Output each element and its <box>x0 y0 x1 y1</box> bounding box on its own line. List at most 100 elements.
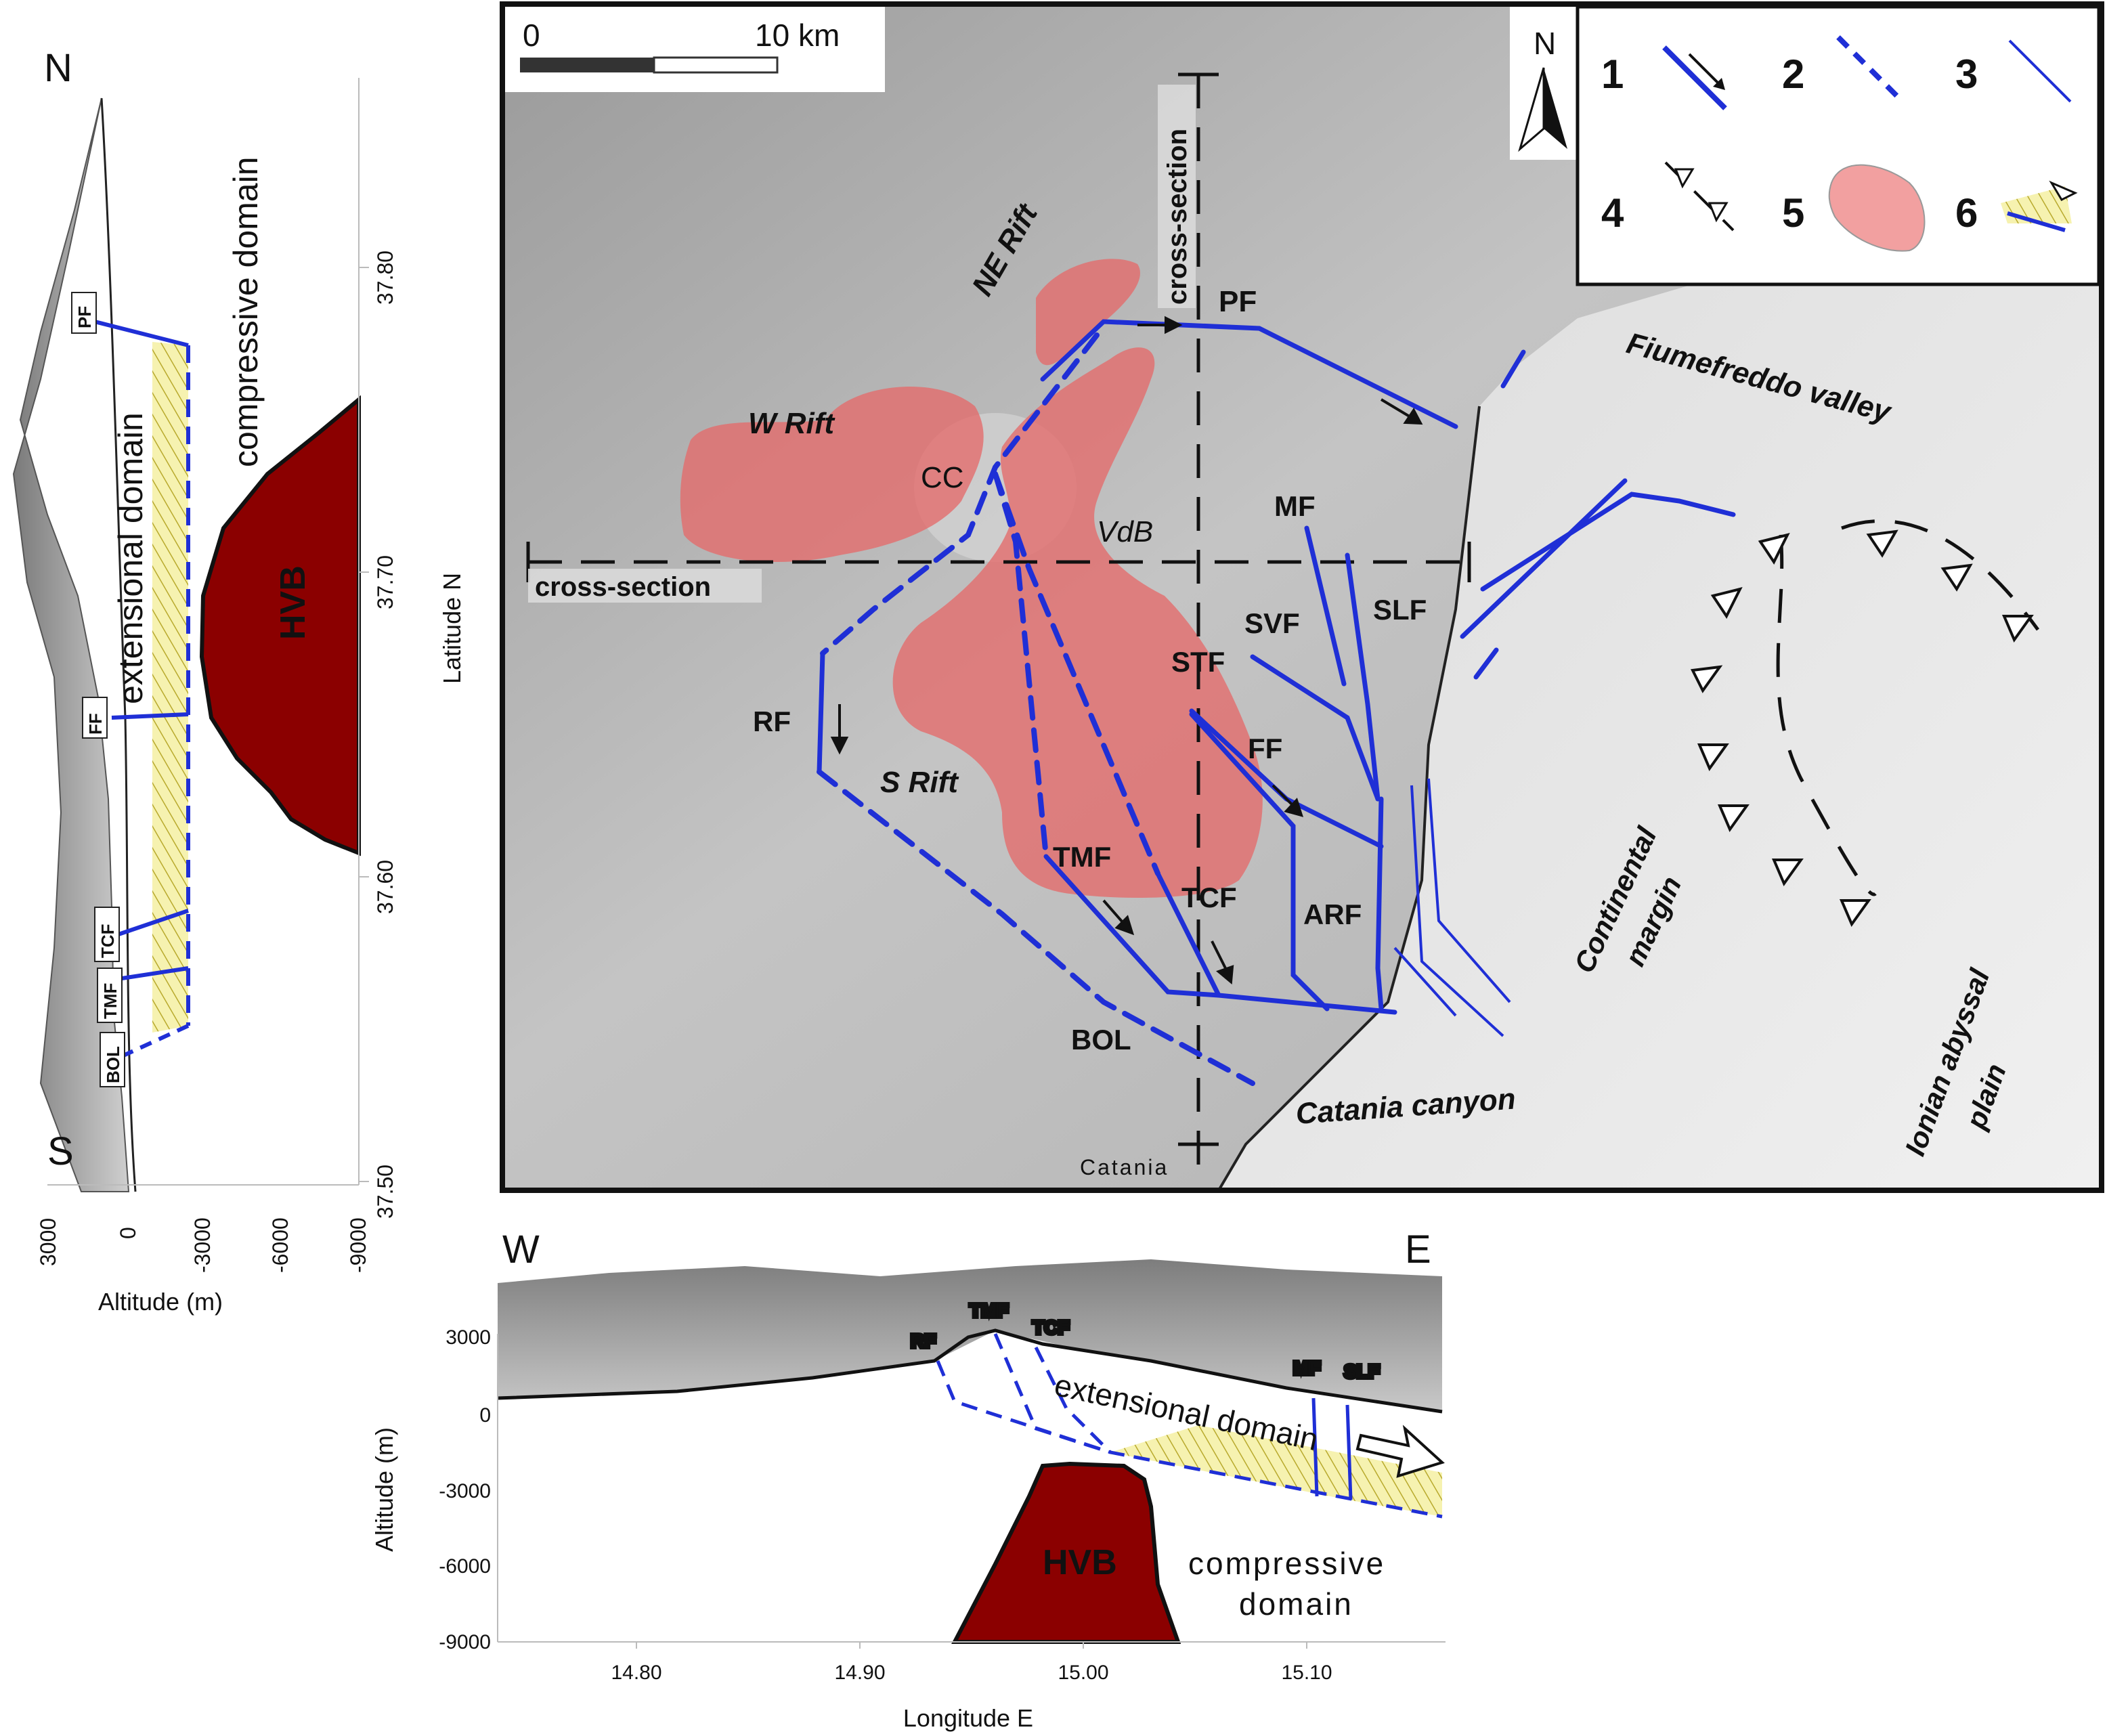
north-arrow-icon: N <box>1510 4 1578 160</box>
left-extensional-label: extensional domain <box>112 412 150 704</box>
bottom-hvb-body <box>951 1461 1181 1644</box>
ne-dashed-fault <box>820 332 1100 656</box>
bottom-east-label: E <box>1405 1228 1431 1272</box>
lon-tick-1: 14.80 <box>611 1662 661 1684</box>
thrust-teeth <box>1690 529 2034 928</box>
cross-section-we-label-group: cross-section <box>528 569 762 603</box>
cross-section-ns-label-group: cross-section <box>1158 85 1196 308</box>
b-alt-tick-4: -6000 <box>439 1555 491 1578</box>
catania-label: Catania <box>1080 1155 1169 1179</box>
offshore-fault-2 <box>1460 478 1628 639</box>
alt-tick-2: 0 <box>116 1227 140 1239</box>
left-bol-label: BOL <box>103 1046 123 1083</box>
slip-arrows <box>830 316 1423 984</box>
left-alt-axis-label: Altitude (m) <box>98 1288 223 1316</box>
bottom-surface-line <box>497 1328 1443 1414</box>
left-tcf-label: TCF <box>97 924 118 958</box>
left-compressive-label: compressive domain <box>227 156 265 467</box>
legend-1-symbol <box>1662 45 1727 110</box>
left-fault-labels: PF FF TCF TMF BOL <box>71 292 125 1087</box>
tcf-dashed <box>993 471 1160 876</box>
legend-5-symbol <box>1828 164 1926 252</box>
left-extensional-area <box>152 342 188 1033</box>
bottom-extensional-area <box>1110 1425 1442 1517</box>
bottom-alt-ticks: 3000 0 -3000 -6000 -9000 <box>439 1326 491 1653</box>
legend-2-symbol <box>1836 35 1901 100</box>
w-rift-label: W Rift <box>748 407 835 440</box>
b-alt-tick-3: -3000 <box>439 1480 491 1502</box>
scale-length: 10 km <box>755 18 840 53</box>
legend-6-symbol <box>2001 180 2078 232</box>
vdb-label: VdB <box>1097 515 1153 548</box>
coastline <box>1217 406 1481 1190</box>
legend-1-label: 1 <box>1601 51 1624 97</box>
legend-5-label: 5 <box>1782 190 1804 236</box>
arf-fault <box>1189 712 1330 1012</box>
lat-tick-1: 37.80 <box>373 251 397 305</box>
left-hvb-body <box>199 395 361 856</box>
ne-rift-zone <box>1036 259 1140 366</box>
bottom-compressive-label: compressive <box>1188 1546 1385 1581</box>
legend-6-label: 6 <box>1955 190 1978 236</box>
left-north-label: N <box>44 46 72 90</box>
lat-tick-3: 37.60 <box>373 860 397 914</box>
rf-fault <box>817 651 825 775</box>
legend-4-symbol <box>1664 161 1735 232</box>
w-rift-zone <box>680 387 984 562</box>
left-pf-label: PF <box>74 306 95 328</box>
lon-tick-3: 15.00 <box>1058 1662 1108 1684</box>
alt-tick-3: -3000 <box>190 1217 215 1273</box>
lon-tick-4: 15.10 <box>1281 1662 1332 1684</box>
north-arrow-label: N <box>1534 26 1556 61</box>
legend-2-label: 2 <box>1782 51 1804 97</box>
left-alt-ticks: 3000 0 -3000 -6000 -9000 <box>36 1217 370 1273</box>
map-frame <box>500 1 2104 1193</box>
southern-fault <box>1216 993 1397 1015</box>
svf-fault <box>1250 654 1381 802</box>
alt-tick-5: -9000 <box>346 1217 370 1273</box>
fault-slf-label: SLF <box>1373 594 1427 626</box>
bottom-tmf-label: TMF <box>970 1300 1009 1321</box>
bottom-alt-axis-label: Altitude (m) <box>370 1427 398 1552</box>
scale-bar-light <box>653 56 779 74</box>
lat-tick-2: 37.70 <box>373 555 397 609</box>
arf-north-fault <box>1375 796 1384 1012</box>
bottom-lon-ticks: 14.80 14.90 15.00 15.10 <box>611 1642 1332 1684</box>
alt-tick-4: -6000 <box>268 1217 292 1273</box>
offshore-fault-3 <box>1473 647 1499 680</box>
legend-1-arrow <box>1688 53 1721 86</box>
fault-svf-label: SVF <box>1244 607 1300 639</box>
left-faults <box>81 316 190 1058</box>
s-rift-label: S Rift <box>880 766 959 799</box>
cross-section-ns-label: cross-section <box>1163 129 1192 305</box>
left-ff-label: FF <box>85 713 106 735</box>
left-hvb-label: HVB <box>274 565 313 640</box>
bottom-tcf-label: TCF <box>1033 1317 1069 1338</box>
b-alt-tick-5: -9000 <box>439 1631 491 1653</box>
tmf-dashed <box>993 471 1049 859</box>
alt-tick-1: 3000 <box>36 1218 60 1266</box>
cross-section-we-label: cross-section <box>535 572 711 602</box>
left-tmf-label: TMF <box>100 983 121 1019</box>
left-surface-line <box>100 97 137 1192</box>
scale-zero: 0 <box>523 18 540 53</box>
tmf-fault <box>1043 854 1221 998</box>
thrust-front <box>1776 519 2040 896</box>
faults-thin <box>1393 778 1511 1037</box>
fault-rf-label: RF <box>753 706 791 737</box>
legend-3-symbol <box>2008 39 2072 103</box>
offshore-fault-1 <box>1480 492 1736 592</box>
pf-fault-offshore <box>1500 349 1526 389</box>
left-lat-axis-label: Latitude N <box>438 573 466 684</box>
fault-arf-label: ARF <box>1303 898 1362 930</box>
scale-bar-dark <box>520 58 654 72</box>
s-rift-zone <box>892 347 1263 898</box>
bottom-profile: HVB extensional domain compressive domai… <box>370 1228 1446 1732</box>
faults-dashed <box>817 332 1255 1086</box>
fault-bol-label: BOL <box>1071 1024 1131 1056</box>
b-alt-tick-2: 0 <box>479 1404 491 1427</box>
bottom-extension-arrow-icon <box>1355 1425 1445 1478</box>
bottom-faults <box>936 1333 1443 1519</box>
bottom-domain-label: domain <box>1239 1586 1353 1622</box>
